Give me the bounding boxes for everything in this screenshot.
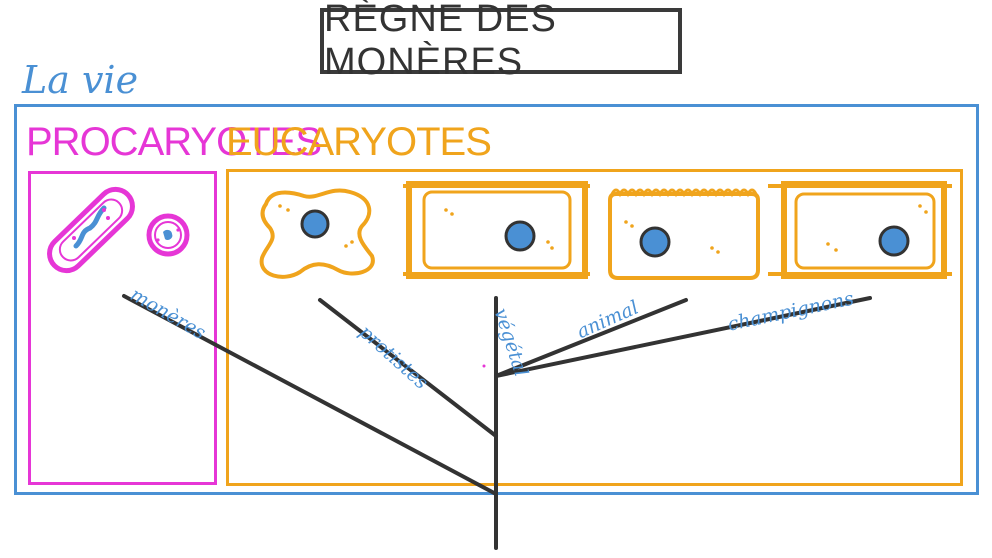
tree-branches [122,294,872,550]
protist-cell [259,188,375,279]
root-label: La vie [22,58,139,102]
prokaryotes-box [28,171,217,485]
branch-protistes [318,298,498,438]
eukaryotes-box [226,169,963,486]
bacillus-cell [47,186,135,274]
diagram-title: RÈGNE DES MONÈRES [324,0,557,83]
plant-cell [403,181,590,279]
branch-moneres [122,294,498,496]
title-box: RÈGNE DES MONÈRES [320,0,682,83]
animal-cell [608,188,760,280]
prokaryotes-label: PROCARYOTES [26,120,322,164]
coccus-cell [146,213,190,257]
fungal-cell [768,181,952,279]
branch-animal [494,298,688,378]
eukaryotes-label: EUCARYOTES [226,120,492,164]
branch-champignons [494,296,872,378]
